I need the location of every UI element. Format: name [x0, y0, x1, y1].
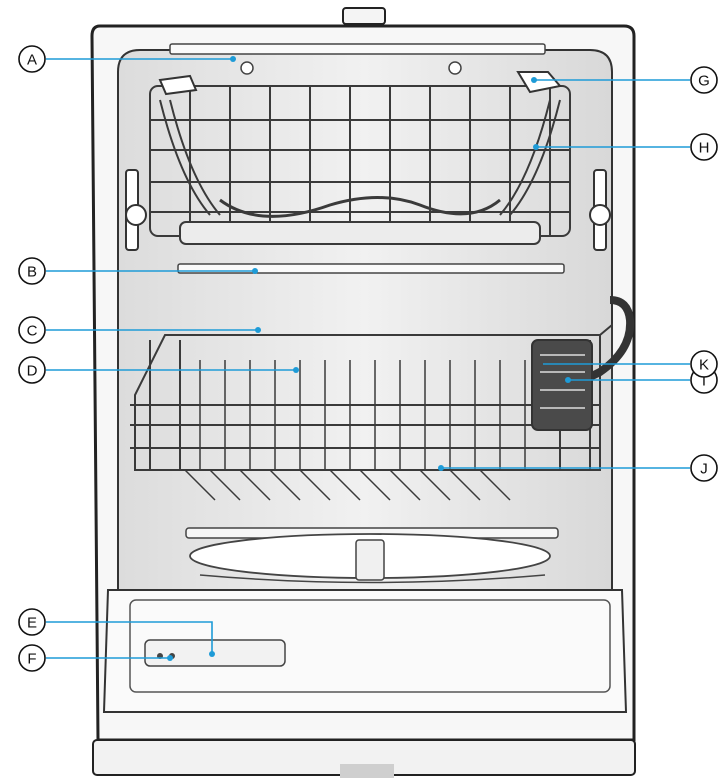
filter-assembly — [189, 533, 551, 584]
callout-b-label: B — [27, 264, 37, 281]
callout-e-label: E — [27, 615, 37, 632]
callout-h-label: H — [699, 140, 710, 157]
callout-d: D — [18, 356, 46, 384]
callout-j: J — [690, 454, 718, 482]
callout-f-label: F — [27, 651, 36, 668]
callout-g: G — [690, 66, 718, 94]
callout-j-label: J — [700, 461, 708, 478]
callout-line-e — [46, 621, 213, 654]
callout-b: B — [18, 257, 46, 285]
callout-e: E — [18, 608, 46, 636]
callout-g-label: G — [698, 73, 710, 90]
callout-h: H — [690, 133, 718, 161]
upper-rack — [149, 85, 571, 245]
callout-a-label: A — [27, 52, 37, 69]
callout-f: F — [18, 644, 46, 672]
lower-rack — [130, 322, 613, 501]
upper-spray-arm-top — [169, 43, 546, 75]
inner-tub — [117, 47, 613, 591]
callout-k-label: K — [699, 357, 709, 374]
callout-i-label: I — [702, 373, 706, 390]
callout-a: A — [18, 45, 46, 73]
callout-k: K — [690, 350, 718, 378]
callout-d-label: D — [27, 363, 38, 380]
door-panel — [102, 589, 628, 713]
middle-spray-arm — [177, 263, 565, 274]
callout-lines — [46, 56, 690, 661]
callout-c-label: C — [27, 323, 38, 340]
upper-rack-adjusters — [125, 71, 611, 251]
callout-c: C — [18, 316, 46, 344]
